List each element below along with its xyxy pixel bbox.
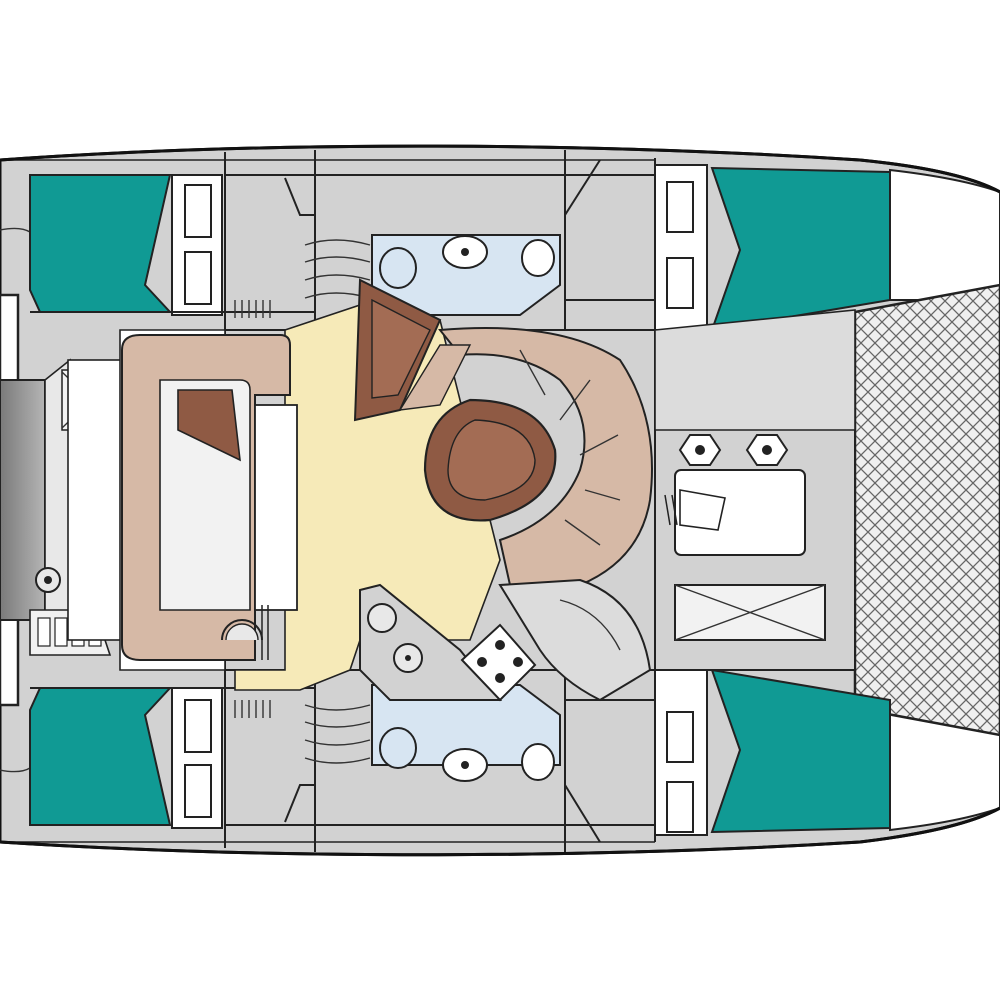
- cabin-fwd-stbd-berth: [710, 668, 891, 834]
- bow-deck-lower: [889, 699, 1000, 832]
- sink-icon: [367, 603, 423, 673]
- sink-icon: [442, 748, 488, 782]
- cabin-aft-stbd-berth: [29, 687, 173, 826]
- head-upper: [371, 234, 561, 316]
- winch-icon: [221, 605, 269, 660]
- hull-partitions: [0, 150, 656, 852]
- hull-edge: [0, 144, 1000, 857]
- stove-icon: [460, 623, 537, 702]
- locker-icon: [654, 164, 708, 836]
- galley: [359, 578, 652, 702]
- steps-icon: [234, 239, 371, 764]
- table-icon: [423, 398, 557, 522]
- toilet-icon: [521, 239, 555, 277]
- sink-icon: [379, 727, 417, 769]
- head-lower: [371, 684, 561, 782]
- table-icon: [121, 334, 298, 661]
- locker-icon: [171, 174, 223, 829]
- toilet-icon: [521, 743, 555, 781]
- trampoline-net-icon: [853, 283, 1000, 737]
- saloon-seating: [353, 278, 653, 586]
- helm-wheel-icon: [35, 567, 61, 593]
- sink-icon: [379, 247, 417, 289]
- bow-deck-upper: [889, 168, 1000, 301]
- cabin-aft-port-berth: [29, 174, 173, 313]
- winch-icon: [678, 434, 789, 466]
- foredeck: [654, 309, 856, 671]
- sink-icon: [442, 235, 488, 269]
